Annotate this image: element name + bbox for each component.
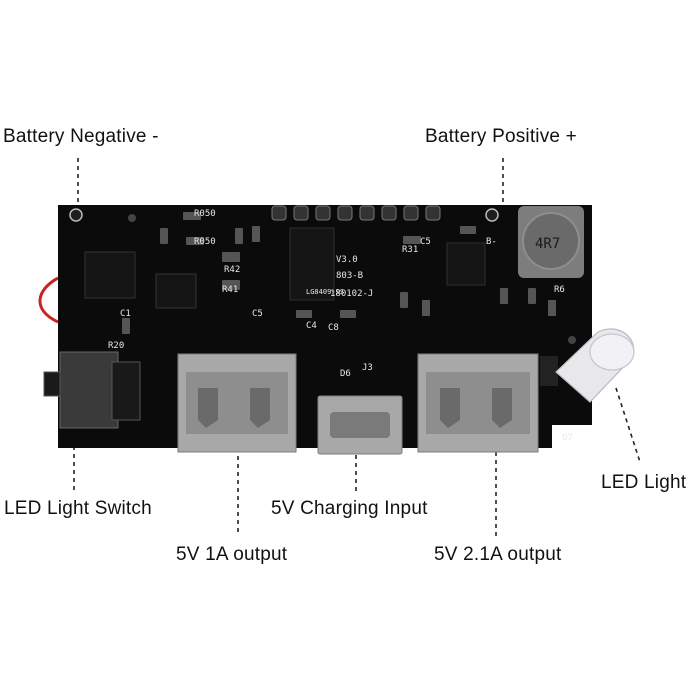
silk-ref-r42: R42 [224,265,240,275]
output-1a-label: 5V 1A output [176,544,288,565]
silk-ref-r31: R31 [402,245,418,255]
silk-ref-r6: R6 [554,285,565,295]
silk-ref-j1: J3 [362,363,373,373]
smd-components [122,212,556,334]
led-light [540,328,635,403]
silk-ref-d6: D6 [340,369,351,379]
ic-u1 [84,251,136,299]
battery-negative-label: Battery Negative - [3,126,159,147]
silk-ref-c1: C1 [120,309,131,319]
pad-battery-positive [485,208,499,222]
led-light-label: LED Light [601,472,687,493]
silk-ref-r20: R20 [108,341,124,351]
silk-ref-c3: C5 [420,237,431,247]
via [128,214,136,222]
ic-u2 [289,227,335,301]
silk-version: V3.0 [336,255,358,265]
leader-led-light [615,387,641,463]
usb-port-1a [177,353,297,453]
battery-positive-label: Battery Positive + [425,126,577,147]
silk-date-code: 180102-J [330,289,373,299]
silk-chip-marking: LG8409-SS [306,288,344,296]
silk-ref-q7: Q7 [562,433,573,443]
pad-battery-negative [69,208,83,222]
usb-port-2-1a [417,353,539,453]
silk-ref-r050b: R050 [194,237,216,247]
pad-row [271,205,441,221]
output-2-1a-label: 5V 2.1A output [434,544,562,565]
silk-ref-c8: C8 [328,323,339,333]
silk-ref-r41: R41 [222,285,238,295]
ic-q5 [446,242,486,286]
inductor-coil [522,212,580,270]
silk-ref-c4: C4 [306,321,317,331]
led-light-switch-label: LED Light Switch [4,498,152,519]
ic-q6 [155,273,197,309]
charging-input-label: 5V Charging Input [271,498,428,519]
via [568,336,576,344]
silk-inductor-marking: 4R7 [535,236,560,252]
micro-usb-input [317,395,403,455]
led-light-switch [43,351,141,429]
battery-wire [38,276,59,324]
silk-ref-b-minus: B- [486,237,497,247]
silk-ref-r050: R050 [194,209,216,219]
silk-ref-c5: C5 [252,309,263,319]
silk-board-id: 803-B [336,271,363,281]
